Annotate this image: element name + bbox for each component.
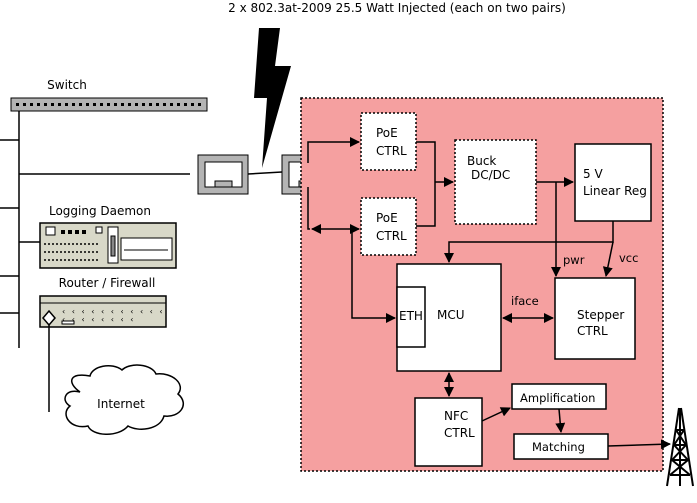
buck-dcdc: Buck DC/DC: [454, 139, 537, 225]
poe-ctrl-1-label-a: PoE: [376, 126, 398, 140]
nfc-label-a: NFC: [444, 409, 468, 423]
internet-label: Internet: [97, 397, 145, 411]
switch-device: [10, 97, 208, 112]
poe-ctrl-2-label-a: PoE: [376, 211, 398, 225]
buck-label-a: Buck: [467, 154, 496, 168]
logging-daemon-device: [39, 222, 177, 269]
amp-label: Amplification: [520, 391, 595, 405]
vcc-label: vcc: [619, 251, 638, 265]
stepper-label-a: Stepper: [577, 308, 624, 322]
svg-text:‹ ‹ ‹ ‹ ‹ ‹ ‹ ‹ ‹ ‹ ‹: ‹ ‹ ‹ ‹ ‹ ‹ ‹ ‹ ‹ ‹ ‹: [62, 307, 165, 316]
poe-ctrl-1-label-b: CTRL: [376, 144, 407, 158]
buck-label-b: DC/DC: [471, 168, 510, 182]
poe-ctrl-2: PoE CTRL: [360, 197, 417, 256]
reg-label-a: 5 V: [583, 167, 603, 181]
logging-label: Logging Daemon: [49, 204, 151, 218]
nfc-ctrl: NFC CTRL: [414, 397, 483, 467]
antenna-tower-icon: [666, 407, 694, 487]
amplification-block: Amplification: [511, 383, 607, 410]
diagram-title: 2 x 802.3at-2009 25.5 Watt Injected (eac…: [228, 1, 566, 15]
ethernet-jack-left: [197, 154, 249, 195]
mcu-label: MCU: [437, 308, 465, 322]
stepper-ctrl: Stepper CTRL: [554, 277, 636, 360]
pwr-label: pwr: [563, 253, 585, 267]
poe-ctrl-2-label-b: CTRL: [376, 229, 407, 243]
stepper-label-b: CTRL: [577, 324, 608, 338]
reg-label-b: Linear Reg: [583, 184, 647, 198]
mcu: ETH MCU: [396, 263, 502, 372]
internet-cloud: [64, 364, 184, 435]
iface-label: iface: [511, 294, 539, 308]
matching-block: Matching: [513, 433, 609, 460]
svg-text:‹ ‹ ‹ ‹ ‹ ‹ ‹ ‹: ‹ ‹ ‹ ‹ ‹ ‹ ‹ ‹: [62, 315, 135, 324]
nfc-label-b: CTRL: [444, 426, 475, 440]
lightning-bolt-icon: [254, 28, 291, 168]
network-backbone: [0, 111, 190, 348]
eth-label: ETH: [399, 309, 423, 323]
jack-to-jack-link: [247, 171, 283, 175]
poe-ctrl-1: PoE CTRL: [360, 112, 417, 171]
linear-regulator: 5 V Linear Reg: [574, 143, 652, 222]
switch-label: Switch: [47, 78, 87, 92]
router-firewall-device: ‹ ‹ ‹ ‹ ‹ ‹ ‹ ‹ ‹ ‹ ‹ ‹ ‹ ‹ ‹ ‹ ‹ ‹ ‹: [39, 295, 167, 328]
eth-port: [396, 286, 426, 348]
match-label: Matching: [532, 440, 585, 454]
router-label: Router / Firewall: [59, 276, 156, 290]
connections: [307, 137, 671, 450]
